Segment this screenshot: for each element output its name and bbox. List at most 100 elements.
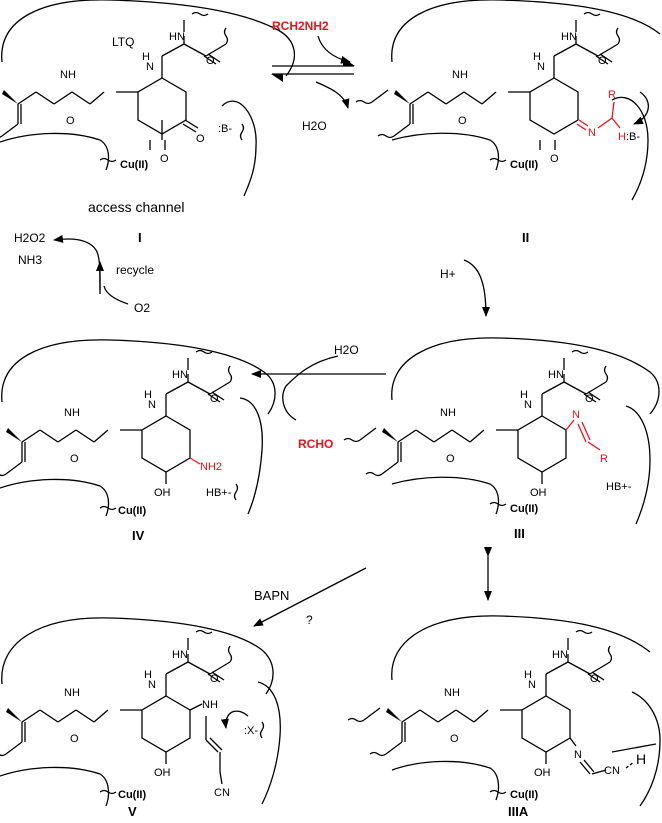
copper-label: Cu(II) xyxy=(510,789,538,801)
o-label: O xyxy=(70,733,79,745)
copper-label: Cu(II) xyxy=(120,159,148,171)
water-arrow xyxy=(282,355,339,421)
o-label: O xyxy=(210,673,219,685)
oh-label: OH xyxy=(530,487,547,499)
copper-label: Cu(II) xyxy=(118,505,146,517)
hydrolysis-step: H2O RCHO xyxy=(251,343,386,451)
o-label: O xyxy=(450,733,459,745)
o-label: O xyxy=(585,393,594,405)
protein-pocket xyxy=(391,337,660,525)
n-label: N xyxy=(537,61,545,73)
n-label: N xyxy=(528,679,536,691)
o-label: O xyxy=(210,393,219,405)
o-label: O xyxy=(446,453,455,465)
nucleophile-arrow xyxy=(220,710,249,729)
nucleophile-label: :X- xyxy=(244,725,258,737)
compound-IIIA: NH N H HN O O OH N CN H Cu(II) IIIA xyxy=(347,615,661,819)
hn-label: HN xyxy=(172,369,188,381)
o-label: O xyxy=(590,673,599,685)
o-label: O xyxy=(66,115,75,127)
protein-pocket xyxy=(0,0,296,197)
hn-label: HN xyxy=(561,31,577,43)
r-group-label: R xyxy=(608,89,616,101)
acid-label: HB+- xyxy=(206,487,232,499)
acid-label: HB+- xyxy=(606,481,632,493)
nh-label: NH xyxy=(202,699,218,711)
h-label: H xyxy=(144,389,152,401)
water-release-arrow xyxy=(315,81,350,109)
nh3-label: NH3 xyxy=(18,253,42,267)
protein-pocket xyxy=(0,617,281,807)
access-channel-label: access channel xyxy=(88,199,185,215)
o2-curve xyxy=(103,285,129,305)
compound-label: II xyxy=(522,230,529,245)
nh-label: NH xyxy=(64,407,80,419)
nitrile-label: CN xyxy=(604,765,620,777)
compound-label: I xyxy=(138,230,142,245)
substrate-arrow xyxy=(317,35,351,64)
h-label: H xyxy=(144,669,152,681)
base-label: :B- xyxy=(218,123,232,135)
deprotonation-arrow xyxy=(633,91,649,125)
n-label: N xyxy=(146,61,154,73)
h-label: H xyxy=(524,669,532,681)
cofactor-label: LTQ xyxy=(112,35,134,49)
h-label: H xyxy=(142,51,150,63)
oh-label: OH xyxy=(534,767,551,779)
o-label: O xyxy=(458,115,467,127)
compound-I: NH N H LTQ HN O O O O :B- Cu(II) access … xyxy=(0,0,296,245)
o-label: O xyxy=(206,55,215,67)
hydrogen-bond-line xyxy=(611,743,657,753)
imine-n-label: N xyxy=(588,127,596,139)
h-label: H xyxy=(533,51,541,63)
o-label: O xyxy=(70,453,79,465)
proton-label: H+ xyxy=(440,267,456,281)
r-group-label: R xyxy=(600,453,608,465)
product-label: RCHO xyxy=(298,437,333,451)
protonation-step: H+ xyxy=(440,259,490,317)
protein-pocket xyxy=(391,0,661,201)
copper-label: Cu(II) xyxy=(510,503,538,515)
imine-n-label: N xyxy=(572,409,580,421)
compound-label: V xyxy=(128,804,137,819)
water-label: H2O xyxy=(302,119,327,133)
o-label: O xyxy=(598,55,607,67)
compound-label: III xyxy=(514,526,525,541)
compound-IV: NH N H HN O O OH NH2 HB+- Cu(II) IV xyxy=(0,339,276,543)
h-label: H xyxy=(636,751,646,767)
protein-pocket xyxy=(391,615,661,807)
h-label: H xyxy=(520,389,528,401)
compound-label: IIIA xyxy=(508,804,529,819)
equilibrium-arrows xyxy=(271,58,355,82)
compound-II: NH N H HN O O O N R H :B- Cu(II) II xyxy=(355,0,661,245)
n-label: N xyxy=(524,399,532,411)
o-label: O xyxy=(550,153,559,165)
o-label: O xyxy=(196,133,205,145)
h-label: H xyxy=(618,131,626,143)
compound-label: IV xyxy=(132,528,145,543)
nh-label: NH xyxy=(64,687,80,699)
compound-III: NH N H HN O O OH N R HB+- Cu(II) III xyxy=(343,337,660,541)
copper-label: Cu(II) xyxy=(510,159,538,171)
hn-label: HN xyxy=(552,649,568,661)
o2-label: O2 xyxy=(134,301,150,315)
h2o2-label: H2O2 xyxy=(14,231,46,245)
nitrile-label: CN xyxy=(214,787,230,799)
protein-pocket xyxy=(0,339,276,517)
imine-n-label: N xyxy=(574,749,582,761)
substrate-label: RCH2NH2 xyxy=(272,19,329,33)
n-label: N xyxy=(148,399,156,411)
hn-label: HN xyxy=(169,31,185,43)
nh-label: NH xyxy=(60,69,76,81)
oh-label: OH xyxy=(154,767,171,779)
question-label: ? xyxy=(306,613,313,627)
copper-label: Cu(II) xyxy=(118,789,146,801)
nh-label: NH xyxy=(444,687,460,699)
water-label: H2O xyxy=(334,343,359,357)
hn-label: HN xyxy=(548,369,564,381)
recycle-label: recycle xyxy=(116,263,154,277)
inhibition-step: BAPN ? xyxy=(253,567,367,627)
nh-label: NH xyxy=(440,407,456,419)
compound-V: NH N H HN O O OH NH CN :X- Cu(II) V xyxy=(0,617,281,819)
